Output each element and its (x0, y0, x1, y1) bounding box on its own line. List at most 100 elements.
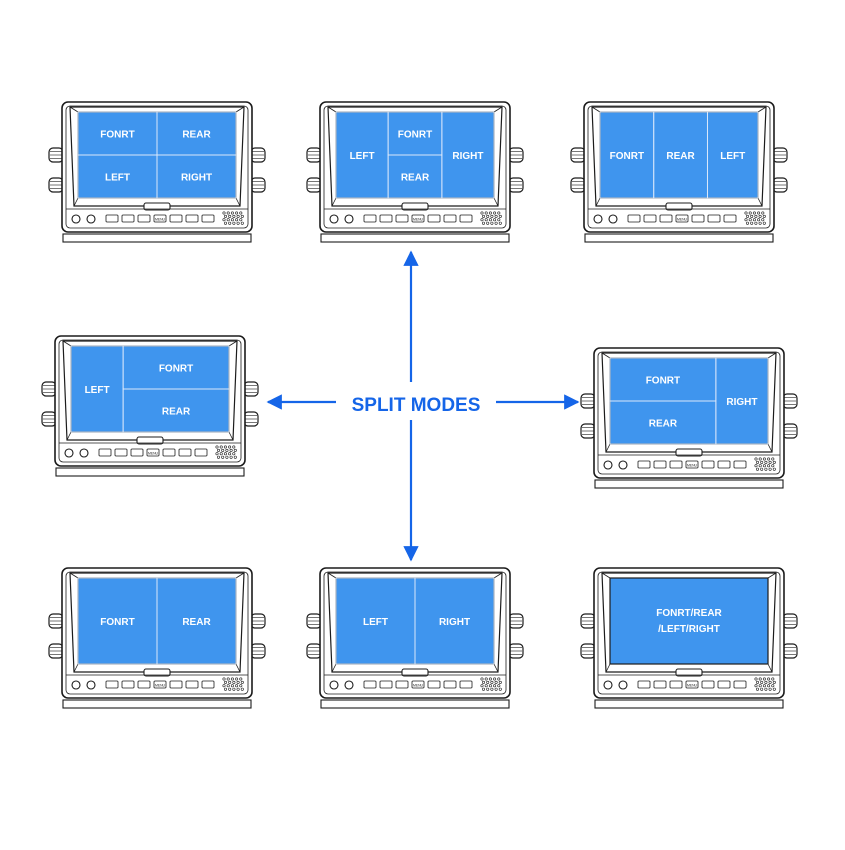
bezel-corner (62, 340, 72, 347)
speaker-grille-icon (236, 214, 240, 218)
speaker-grille-icon (488, 218, 492, 222)
speaker-grille-icon (232, 687, 236, 691)
control-button-icon (98, 448, 112, 457)
speaker-grille-icon (228, 445, 232, 449)
bezel-corner (228, 340, 238, 347)
speaker-grille-icon (223, 445, 227, 449)
speaker-grille-icon (756, 680, 760, 684)
power-button-icon (593, 214, 603, 224)
screen-label: REAR (162, 407, 191, 418)
speaker-grille-icon (493, 677, 497, 681)
control-button-icon (701, 460, 715, 469)
split-divider (441, 111, 495, 199)
speaker-grille-icon (239, 677, 243, 681)
split-divider (715, 357, 769, 445)
speaker-grille-icon (767, 464, 771, 468)
speaker-grille-icon (764, 460, 768, 464)
speaker-grille-icon (232, 452, 236, 456)
speaker-grille-icon (754, 221, 758, 225)
source-button-icon (86, 214, 96, 224)
mount-base (594, 479, 784, 489)
speaker-grille-icon (240, 221, 244, 225)
speaker-grille-icon (219, 452, 223, 456)
speaker-grille-icon (494, 687, 498, 691)
control-button-icon (201, 214, 215, 223)
screen-label: RIGHT (181, 173, 212, 184)
control-button-icon (162, 448, 176, 457)
menu-button-label: MENU (155, 683, 166, 687)
control-button-icon (379, 680, 393, 689)
speaker-grille-icon (760, 467, 764, 471)
speaker-grille-icon (222, 684, 226, 688)
speaker-grille-icon (498, 221, 502, 225)
control-button-icon (411, 680, 425, 689)
speaker-grille-icon (760, 680, 764, 684)
speaker-grille-icon (754, 214, 758, 218)
speaker-grille-icon (228, 214, 232, 218)
screen-label: RIGHT (452, 151, 483, 162)
speaker-grille-icon (752, 211, 756, 215)
speaker-grille-icon (762, 464, 766, 468)
control-button-icon (153, 214, 167, 223)
speaker-grille-icon (229, 448, 233, 452)
control-button-icon (395, 680, 409, 689)
speaker-grille-icon (758, 677, 762, 681)
screen-label: REAR (649, 419, 678, 430)
speaker-grille-icon (224, 687, 228, 691)
power-button-icon (71, 214, 81, 224)
bezel-corner (228, 431, 234, 441)
bezel-tab (665, 202, 693, 211)
split-divider (156, 577, 237, 665)
bezel-corner (235, 663, 241, 673)
bezel-tab (675, 668, 703, 677)
speaker-grille-icon (235, 684, 239, 688)
speaker-grille-icon (771, 677, 775, 681)
speaker-grille-icon (235, 218, 239, 222)
speaker-grille-icon (219, 445, 223, 449)
speaker-grille-icon (240, 680, 244, 684)
speaker-grille-icon (239, 211, 243, 215)
control-button-icon (627, 214, 641, 223)
menu-button-label: MENU (687, 683, 698, 687)
speaker-grille-icon (756, 687, 760, 691)
bezel-corner (757, 197, 763, 207)
power-button-icon (64, 448, 74, 458)
screen-label: FONRT/REAR (656, 608, 722, 619)
speaker-grille-icon (764, 687, 768, 691)
speaker-grille-icon (497, 684, 501, 688)
bezel-corner (767, 352, 777, 359)
monitor-inner-edge (323, 105, 507, 229)
speaker-grille-icon (486, 680, 490, 684)
control-button-icon (443, 214, 457, 223)
speaker-grille-icon (488, 211, 492, 215)
control-button-icon (691, 214, 705, 223)
control-button-icon (411, 214, 425, 223)
speaker-grille-icon (762, 221, 766, 225)
speaker-grille-icon (232, 445, 236, 449)
control-button-icon (707, 214, 721, 223)
screen-label: LEFT (105, 173, 130, 184)
mount-base (584, 233, 774, 243)
speaker-grille-icon (767, 684, 771, 688)
speaker-grille-icon (240, 687, 244, 691)
speaker-grille-icon (230, 211, 234, 215)
speaker-grille-icon (221, 448, 225, 452)
bezel-corner (591, 106, 601, 113)
speaker-grille-icon (230, 677, 234, 681)
control-button-icon (443, 680, 457, 689)
monitor-inner-edge (58, 339, 242, 463)
speaker-grille-icon (224, 680, 228, 684)
speaker-grille-icon (217, 455, 221, 459)
speaker-grille-icon (748, 218, 752, 222)
power-button-icon (329, 680, 339, 690)
speaker-grille-icon (757, 211, 761, 215)
speaker-grille-icon (215, 445, 219, 449)
screen-label: LEFT (350, 151, 375, 162)
speaker-grille-icon (484, 677, 488, 681)
speaker-grille-icon (484, 211, 488, 215)
speaker-grille-icon (757, 218, 761, 222)
control-button-icon (733, 680, 747, 689)
control-button-icon (137, 680, 151, 689)
